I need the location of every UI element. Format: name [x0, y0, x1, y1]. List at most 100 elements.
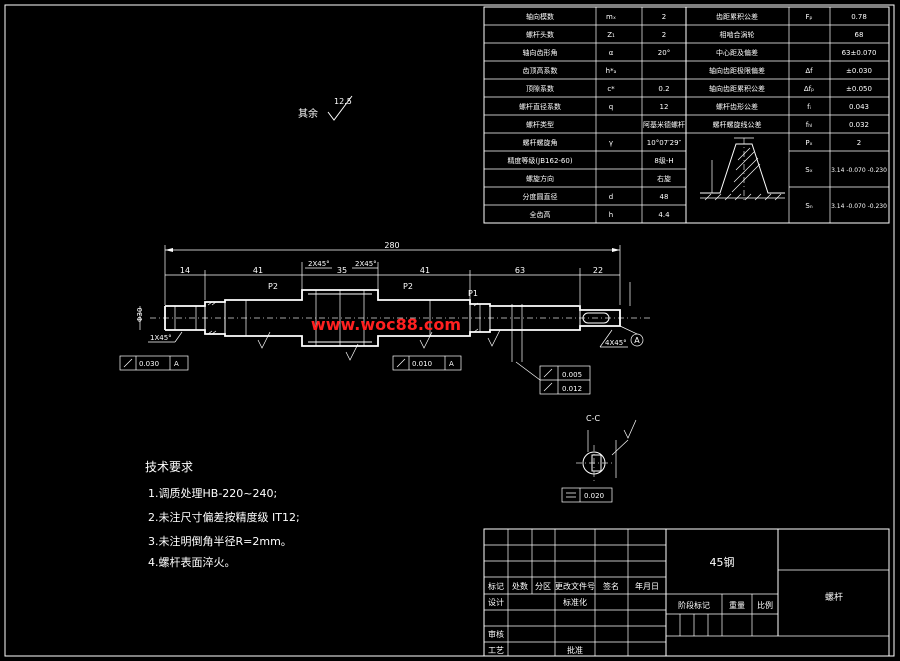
params-table: 轴向模数 mₓ 2 螺杆头数 Z₁ 2 轴向齿形角 α 20° 齿顶高系数 h*ₐ 顶隙系数 c* 0.2… [483, 6, 890, 224]
param-left-value: 0.2 [658, 85, 669, 93]
param-left-name: 轴向齿形角 [523, 48, 558, 57]
tb-scale: 比例 [757, 600, 773, 610]
param-left-value: 48 [660, 193, 669, 201]
roughness-value: 12.5 [334, 97, 352, 106]
param-left-symbol: α [609, 49, 614, 57]
dim-segment-2: 41 [253, 266, 263, 275]
tech-item-3: 3.未注明倒角半径R=2mm。 [148, 534, 292, 548]
tb-header-cell: 标记 [488, 581, 504, 591]
param-left-symbol: mₓ [606, 13, 616, 21]
tb-header-cell: 更改文件号 [555, 581, 595, 591]
tol-box-5: 0.020 [584, 492, 604, 500]
param-left-symbol: q [609, 103, 613, 111]
label-p1: P1 [468, 289, 478, 298]
param-right-value: 0.78 [851, 13, 867, 21]
param-right-value: 68 [855, 31, 864, 39]
param-left-value: 10°07′29″ [647, 139, 682, 147]
param-left-name: 分度圆直径 [523, 192, 558, 201]
param-left-symbol: d [609, 193, 613, 201]
param-left-value: 2 [662, 13, 666, 21]
param-right-value: 2 [857, 139, 861, 147]
param-right-symbol: Sₙ [805, 202, 812, 210]
param-right-value: ±0.030 [846, 67, 872, 75]
dim-segment-1: 14 [180, 266, 190, 275]
section-label: C-C [586, 414, 600, 423]
tb-header-cell: 年月日 [635, 581, 659, 591]
param-left-name: 螺杆直径系数 [519, 102, 561, 111]
param-right-name: 齿距累积公差 [716, 12, 758, 21]
tol-box-4: 0.012 [562, 385, 582, 393]
tb-header-cell: 分区 [535, 582, 551, 591]
chamfer-label-4: 4X45° [605, 339, 627, 347]
tol-box-2: 0.010 [412, 360, 432, 368]
tolerance-frames: 0.030 A 0.010 A 0.005 0.012 0.020 [119, 355, 613, 503]
svg-text:A: A [174, 360, 179, 368]
tb-header-cell: 处数 [512, 581, 528, 591]
tech-title: 技术要求 [145, 460, 193, 474]
tb-approve: 批准 [567, 645, 583, 655]
param-left-name: 螺杆头数 [526, 30, 554, 39]
param-left-name: 螺杆螺旋角 [523, 138, 558, 147]
tol-box-1: 0.030 [139, 360, 159, 368]
param-left-name: 齿顶高系数 [523, 66, 558, 75]
param-right-value: 0.032 [849, 121, 869, 129]
roughness-label: 其余 [298, 107, 318, 120]
param-left-symbol: Z₁ [607, 31, 615, 39]
param-right-name: 相啮合涡轮 [720, 30, 755, 39]
dia-left: Φ30 [136, 308, 144, 322]
dim-total-length: 280 [384, 241, 399, 250]
tol-box-3: 0.005 [562, 371, 582, 379]
param-right-value: 63±0.070 [842, 49, 877, 57]
tb-stage-mark: 阶段标记 [678, 600, 710, 610]
param-left-value: 12 [660, 103, 669, 111]
tb-header-cell: 签名 [603, 581, 619, 591]
tech-item-4: 4.螺杆表面淬火。 [148, 555, 236, 569]
param-right-name: 轴向齿距累积公差 [709, 84, 765, 93]
param-right-value: 3.14 -0.070 -0.230 [831, 167, 887, 174]
chamfer-label-1: 2X45° [308, 260, 330, 268]
drawing-border [4, 4, 895, 657]
param-right-name: 螺杆齿形公差 [716, 102, 758, 111]
dim-segment-6: 22 [593, 266, 603, 275]
param-left-symbol: h*ₐ [606, 67, 617, 75]
roughness-symbol-general: 其余 12.5 [298, 95, 353, 121]
param-right-symbol: Δfₚ [804, 85, 814, 93]
tech-item-2: 2.未注尺寸偏差按精度级 IT12; [148, 510, 300, 524]
param-left-symbol: h [609, 211, 613, 219]
dim-segment-5: 63 [515, 266, 525, 275]
tooth-profile-sketch [700, 137, 785, 201]
param-right-symbol: Fₚ [805, 13, 812, 21]
param-left-value: 4.4 [658, 211, 670, 219]
param-left-name: 全齿高 [530, 210, 551, 219]
param-right-value: ±0.050 [846, 85, 872, 93]
material-label: 45钢 [710, 556, 735, 569]
label-p2-right: P2 [403, 282, 413, 291]
param-right-value: 0.043 [849, 103, 869, 111]
svg-text:A: A [449, 360, 454, 368]
param-left-value: 8级-H [654, 156, 673, 165]
datum-a-label: A [634, 336, 640, 345]
param-left-symbol: γ [609, 139, 613, 147]
tech-item-1: 1.调质处理HB-220~240; [148, 487, 277, 500]
param-left-name: 顶隙系数 [526, 84, 554, 93]
tech-requirements: 技术要求 1.调质处理HB-220~240; 2.未注尺寸偏差按精度级 IT12… [145, 460, 300, 569]
param-left-name: 螺旋方向 [526, 174, 554, 183]
param-right-symbol: Sₓ [805, 166, 813, 174]
chamfer-label-2: 2X45° [355, 260, 377, 268]
tb-review: 审核 [488, 629, 504, 639]
param-left-value: 20° [658, 49, 670, 57]
param-left-name: 轴向模数 [526, 12, 554, 21]
tb-process: 工艺 [488, 646, 504, 655]
param-left-name: 螺杆类型 [526, 120, 554, 129]
param-right-name: 螺杆螺旋线公差 [713, 120, 762, 129]
param-left-value: 右旋 [657, 174, 671, 183]
dim-segment-3: 35 [337, 266, 347, 275]
param-left-name: 精度等级(JB162-60) [507, 156, 572, 165]
label-p2-left: P2 [268, 282, 278, 291]
param-left-symbol: c* [607, 85, 615, 93]
tb-standardize: 标准化 [563, 597, 587, 607]
section-c-c: C-C [576, 414, 637, 481]
part-name: 螺杆 [825, 591, 843, 603]
